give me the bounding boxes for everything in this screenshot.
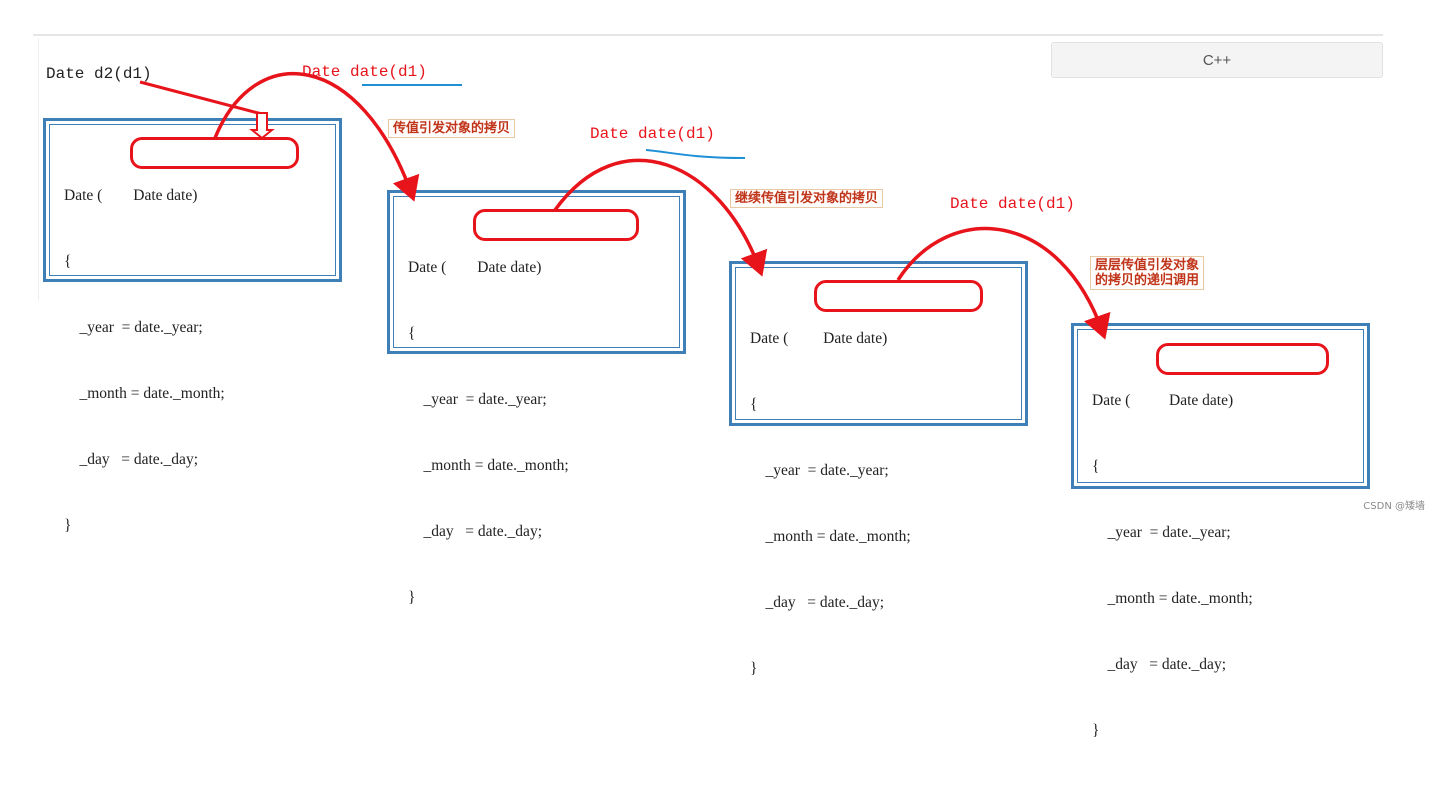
- code-line: _month = date._month;: [408, 457, 569, 474]
- code-line: _year = date._year;: [1092, 524, 1231, 541]
- code-line: Date ( Date date): [64, 187, 198, 204]
- language-button[interactable]: C++: [1051, 42, 1383, 78]
- param-highlight-4: [1156, 343, 1329, 375]
- box-border: [393, 196, 680, 348]
- arc-arrow-2: [553, 158, 768, 277]
- call-label-3: Date date(d1): [950, 195, 1075, 213]
- call-label-2: Date date(d1): [590, 125, 715, 143]
- underline-2: [645, 149, 746, 159]
- arc-arrow-3: [896, 226, 1111, 340]
- note-copy: 传值引发对象的拷贝: [388, 119, 516, 138]
- watermark: CSDN @矮墙: [1363, 501, 1425, 512]
- call-label-1: Date date(d1): [302, 63, 427, 81]
- code-line: }: [408, 589, 416, 606]
- code-line: Date ( Date date): [750, 330, 888, 347]
- code-line: {: [408, 325, 416, 342]
- top-bar: [33, 0, 1383, 36]
- code-line: _year = date._year;: [64, 319, 203, 336]
- code-line: _day = date._day;: [1092, 656, 1227, 673]
- box-border: [735, 267, 1022, 420]
- code-line: _month = date._month;: [64, 385, 225, 402]
- code-line: _day = date._day;: [408, 523, 543, 540]
- note-recursive-copy: 层层传值引发对象 的拷贝的递归调用: [1090, 256, 1205, 290]
- code-block: Date ( Date date) { _year = date._year; …: [64, 141, 225, 581]
- code-line: }: [750, 660, 758, 677]
- code-line: _day = date._day;: [750, 594, 885, 611]
- down-arrow-icon: [249, 112, 275, 140]
- code-line: {: [1092, 458, 1100, 475]
- code-line: Date ( Date date): [1092, 392, 1234, 409]
- code-line: Date ( Date date): [408, 259, 542, 276]
- code-line: }: [1092, 722, 1100, 739]
- box-border: [49, 124, 336, 276]
- code-line: {: [64, 253, 72, 270]
- arc-arrow-1: [213, 72, 420, 202]
- code-line: _year = date._year;: [408, 391, 547, 408]
- code-line: _year = date._year;: [750, 462, 889, 479]
- code-line: _day = date._day;: [64, 451, 199, 468]
- arrow-to-box-1: [139, 80, 263, 116]
- code-line: _month = date._month;: [1092, 590, 1253, 607]
- top-code-line: Date d2(d1): [46, 65, 152, 83]
- note-continue-copy: 继续传值引发对象的拷贝: [730, 189, 884, 208]
- param-highlight-1: [130, 137, 299, 169]
- code-line: _month = date._month;: [750, 528, 911, 545]
- code-line: {: [750, 396, 758, 413]
- param-highlight-3: [814, 280, 983, 312]
- note-line-2: 的拷贝的递归调用: [1095, 273, 1200, 288]
- box-border: [1077, 329, 1364, 483]
- note-line-1: 层层传值引发对象: [1095, 258, 1200, 273]
- divider: [38, 38, 39, 300]
- arrow-layer: [139, 72, 1111, 340]
